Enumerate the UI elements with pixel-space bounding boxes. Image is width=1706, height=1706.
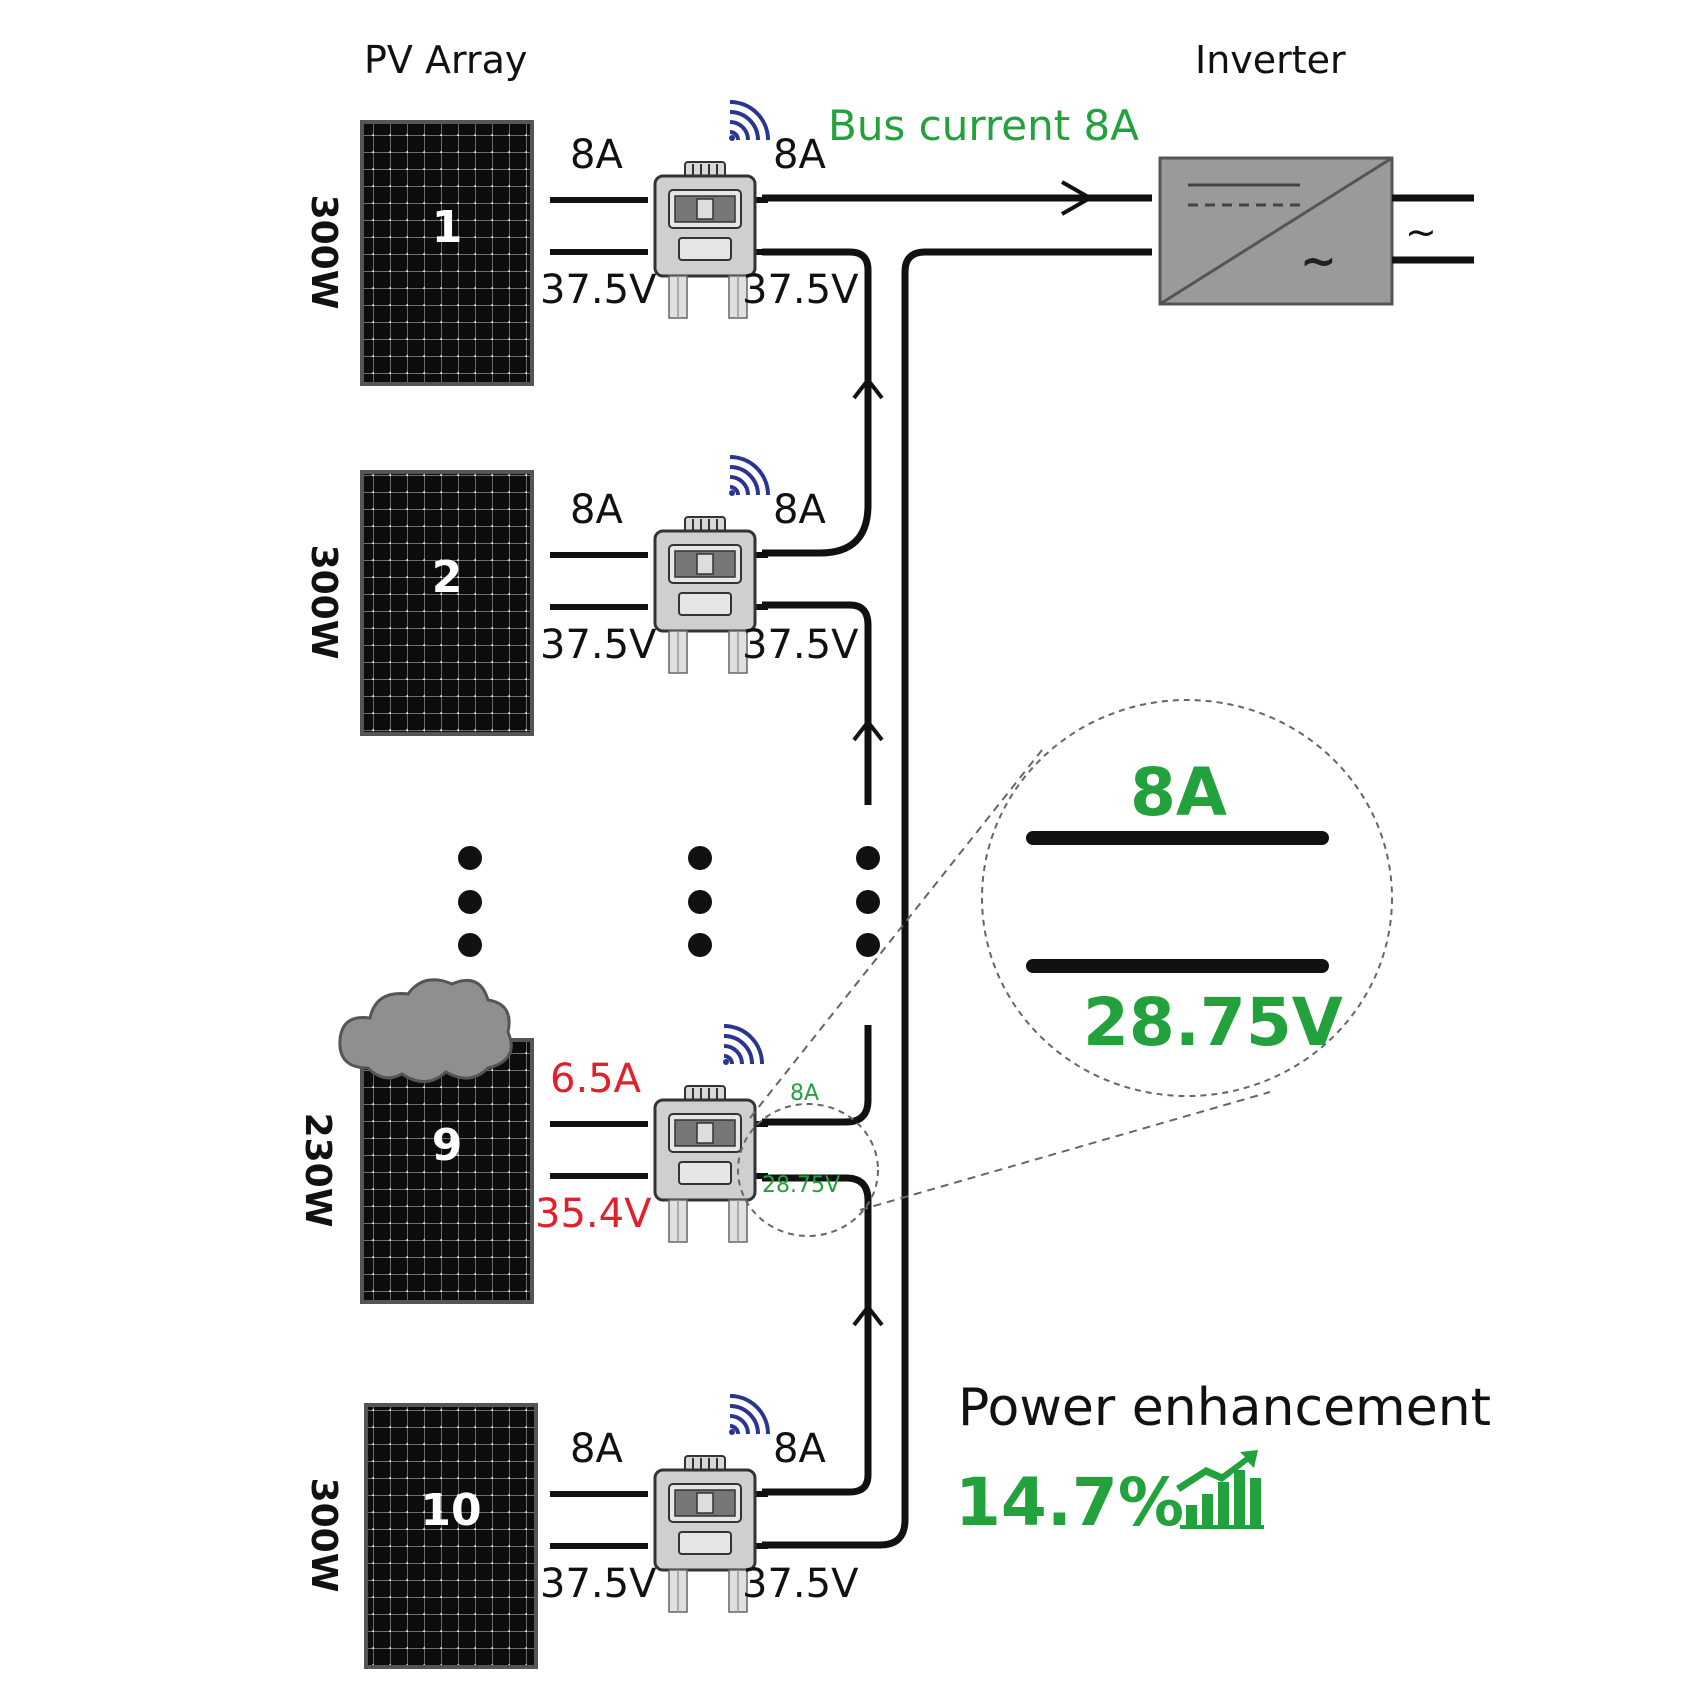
- zoom-current-label: 8A: [1130, 754, 1227, 831]
- input-current-label: 8A: [570, 487, 623, 533]
- optimizer-device: [653, 1084, 757, 1244]
- zoom-connector-lines: [749, 749, 1271, 1211]
- panel-power-label: 230W: [297, 1113, 338, 1228]
- inverter-header: Inverter: [1195, 38, 1346, 82]
- input-voltage-label: 37.5V: [540, 622, 657, 668]
- inverter-box: ~: [1158, 156, 1394, 306]
- wireless-signal-icon: [727, 455, 770, 498]
- zoom-small-circle: [737, 1103, 879, 1237]
- output-current-label: 8A: [790, 1081, 819, 1106]
- output-current-label: 8A: [773, 487, 826, 533]
- panel-row-10: 10 300W 8A 37.5V 8A 37.5V: [303, 1394, 859, 1669]
- solar-panel: [360, 120, 534, 386]
- ac-output-symbol: ~: [1405, 210, 1437, 254]
- panel-number: 9: [432, 1120, 463, 1171]
- output-voltage-label: 37.5V: [742, 1561, 859, 1607]
- solar-panel: [364, 1403, 538, 1669]
- panel-number: 2: [432, 552, 463, 603]
- rising-bar-chart-icon: [1176, 1450, 1264, 1529]
- input-current-label: 8A: [570, 1426, 623, 1472]
- wireless-signal-icon: [727, 1394, 770, 1437]
- panel-number: 1: [432, 202, 463, 253]
- output-voltage-label: 37.5V: [742, 267, 859, 313]
- panel-power-label: 300W: [303, 1478, 344, 1593]
- panel-row-2: 2 300W 8A 37.5V 8A 37.5V: [303, 455, 859, 736]
- inverter-ac-symbol: ~: [1300, 236, 1337, 287]
- cloud-icon: [338, 978, 513, 1083]
- zoom-large-circle: [981, 699, 1393, 1097]
- solar-panel: [360, 470, 534, 736]
- bus-return-wire: [762, 248, 1152, 1549]
- power-enhancement-value: 14.7%: [955, 1464, 1184, 1541]
- input-voltage-label: 37.5V: [540, 267, 657, 313]
- output-voltage-label: 28.75V: [762, 1173, 840, 1198]
- panel-power-label: 300W: [303, 195, 344, 310]
- output-voltage-label: 37.5V: [742, 622, 859, 668]
- panel-number: 10: [420, 1485, 481, 1536]
- wireless-signal-icon: [727, 100, 770, 143]
- pv-array-header: PV Array: [364, 38, 527, 82]
- ellipsis-dots: [458, 846, 880, 957]
- input-voltage-label: 37.5V: [540, 1561, 657, 1607]
- input-voltage-label: 35.4V: [535, 1191, 652, 1237]
- input-current-label: 6.5A: [550, 1056, 642, 1102]
- series-wires: [762, 248, 872, 1496]
- zoom-voltage-label: 28.75V: [1083, 984, 1343, 1061]
- bus-current-label: Bus current 8A: [828, 101, 1139, 150]
- wireless-signal-icon: [721, 1024, 764, 1067]
- ac-output-wires: [1392, 194, 1474, 264]
- output-current-label: 8A: [773, 132, 826, 178]
- panel-row-9: 9 230W 6.5A 35.4V 8A 28.75V: [297, 1024, 840, 1304]
- series-arrow-icons: [852, 376, 884, 1327]
- solar-panel: [360, 1038, 534, 1304]
- input-current-label: 8A: [570, 132, 623, 178]
- zoom-wires: [1026, 831, 1329, 973]
- optimizer-device: [653, 160, 757, 320]
- power-enhancement-label: Power enhancement: [958, 1378, 1491, 1438]
- output-current-label: 8A: [773, 1426, 826, 1472]
- optimizer-device: [653, 1454, 757, 1614]
- panel-power-label: 300W: [303, 545, 344, 660]
- optimizer-device: [653, 515, 757, 675]
- panel-row-1: 1 300W 8A 37.5V 8A 37.5V: [303, 100, 859, 386]
- bus-arrow-icon: [1061, 180, 1095, 216]
